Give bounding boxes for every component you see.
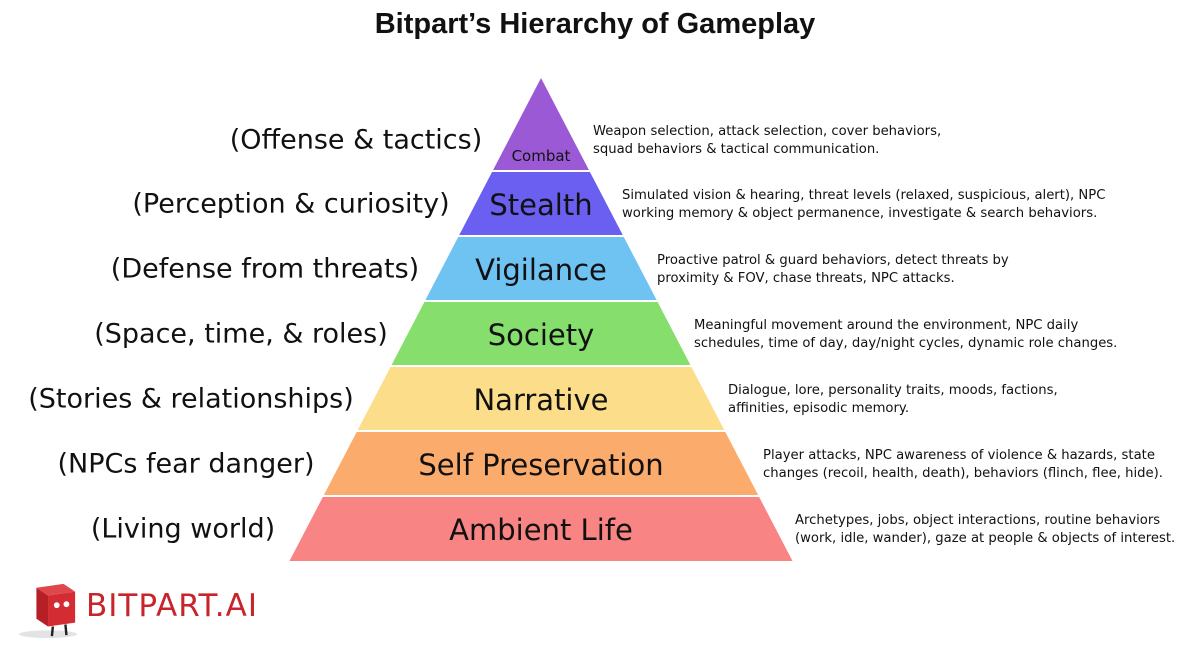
tier-description-line: Simulated vision & hearing, threat level… bbox=[622, 187, 1106, 203]
tier-name: Vigilance bbox=[475, 252, 607, 287]
tier-description: Archetypes, jobs, object interactions, r… bbox=[795, 512, 1175, 548]
tier-description: Meaningful movement around the environme… bbox=[694, 317, 1117, 353]
tier-description-line: schedules, time of day, day/night cycles… bbox=[694, 335, 1118, 351]
bitpart-logo-text: BITPART.AI bbox=[86, 588, 259, 624]
tier-description-line: Meaningful movement around the environme… bbox=[694, 317, 1079, 333]
tier-name: Ambient Life bbox=[449, 513, 633, 547]
tier-left-label: (Stories & relationships) bbox=[28, 383, 354, 414]
tier-left-label: (Defense from threats) bbox=[110, 253, 420, 284]
tier-description-line: Archetypes, jobs, object interactions, r… bbox=[795, 513, 1161, 528]
tier-description-line: Proactive patrol & guard behaviors, dete… bbox=[657, 252, 1009, 268]
bitpart-logo-mascot-icon bbox=[19, 583, 78, 639]
tier-description: Player attacks, NPC awareness of violenc… bbox=[763, 447, 1163, 483]
tier-description: Dialogue, lore, personality traits, mood… bbox=[728, 382, 1058, 418]
tier-name: Narrative bbox=[473, 382, 609, 417]
tier-description-line: squad behaviors & tactical communication… bbox=[593, 142, 880, 157]
tier-left-label: (Living world) bbox=[90, 513, 276, 545]
tier-left-label: (NPCs fear danger) bbox=[57, 448, 315, 479]
tier-left-label: (Perception & curiosity) bbox=[132, 188, 450, 219]
tier-description: Weapon selection, attack selection, cove… bbox=[593, 123, 941, 159]
pyramid-tier-narrative bbox=[357, 367, 725, 430]
tier-left-label: (Space, time, & roles) bbox=[94, 318, 388, 349]
tier-description-line: working memory & object permanence, inve… bbox=[622, 205, 1098, 221]
tier-description-line: Weapon selection, attack selection, cove… bbox=[593, 124, 942, 139]
pyramid-tier-combat bbox=[493, 78, 589, 170]
tier-description: Proactive patrol & guard behaviors, dete… bbox=[657, 252, 1009, 288]
tier-left-label: (Offense & tactics) bbox=[229, 124, 483, 156]
pyramid-tier-society bbox=[391, 302, 691, 365]
pyramid-tier-self-preservation bbox=[323, 432, 759, 495]
pyramid-tier-vigilance bbox=[425, 237, 657, 300]
tier-name: Combat bbox=[511, 147, 571, 165]
diagram-title: Bitpart’s Hierarchy of Gameplay bbox=[374, 8, 816, 40]
tier-name: Society bbox=[487, 317, 595, 352]
tier-description-line: proximity & FOV, chase threats, NPC atta… bbox=[657, 270, 955, 286]
tier-description-line: affinities, episodic memory. bbox=[728, 400, 910, 416]
tier-description-line: Player attacks, NPC awareness of violenc… bbox=[763, 447, 1155, 463]
tier-name: Stealth bbox=[489, 187, 593, 222]
pyramid-tier-stealth bbox=[459, 172, 623, 235]
tier-name: Self Preservation bbox=[418, 447, 664, 482]
tier-description: Simulated vision & hearing, threat level… bbox=[622, 187, 1105, 223]
pyramid-tier-ambient-life bbox=[289, 497, 793, 561]
tier-description-line: Dialogue, lore, personality traits, mood… bbox=[728, 382, 1058, 398]
tier-description-line: changes (recoil, health, death), behavio… bbox=[763, 465, 1163, 481]
tier-description-line: (work, idle, wander), gaze at people & o… bbox=[795, 531, 1176, 546]
